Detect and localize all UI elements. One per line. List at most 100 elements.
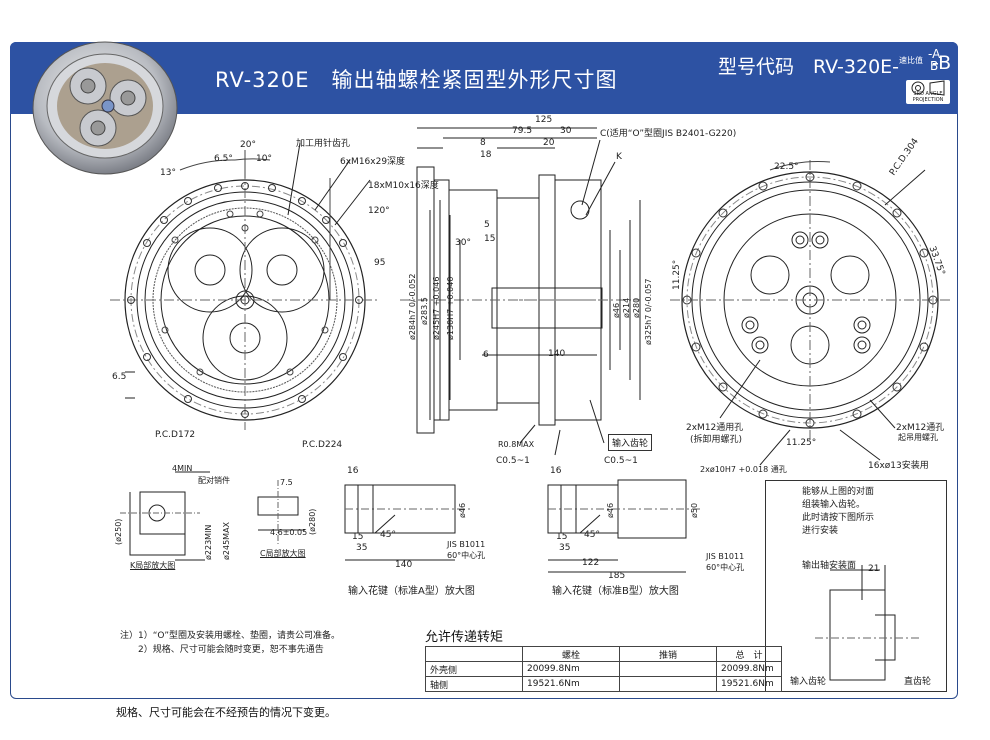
label-d2835: ø283.5 [420,297,429,325]
label-tap-m10: 18xM10x16深度 [368,181,439,191]
label-sb-title: 输入花键（标准B型）放大图 [552,586,679,597]
label-sb-jis: JIS B1011 [706,552,745,561]
inset-drawing [815,565,920,681]
torque-cell [619,661,717,677]
label-ang225: 22.5° [774,162,799,172]
label-dim125: 125 [535,115,553,125]
label-dim95: 95 [374,258,386,268]
label-c05b: C0.5~1 [604,456,638,466]
spline-a-detail [344,484,470,561]
code-sep: - [928,47,933,61]
label-dim795: 79.5 [512,126,533,136]
label-tap-m16: 6xM16x29深度 [340,157,406,167]
note-2: 2）规格、尺寸可能会随时变更，恕不事先通告 [138,645,324,655]
label-dim20: 20 [543,138,555,148]
label-dim15: 15 [484,234,496,244]
label-k-d245: ø245MAX [222,521,231,560]
label-sa-dim140: 140 [395,560,413,570]
label-d130: ø130H7 +0.040 [446,276,455,340]
label-c05a: C0.5~1 [496,456,530,466]
label-k: K [616,152,622,162]
label-sb-d46: ø46 [606,502,615,518]
label-sa-dim35: 35 [356,543,368,553]
label-sb-ang45: 45° [584,530,600,540]
inset-text-4: 进行安装 [802,526,839,536]
k-detail [120,471,210,561]
label-sb-dim16: 16 [550,466,562,476]
side-view [400,127,641,456]
label-k-d223: ø223MIN [204,524,213,560]
label-m12b2: 起吊用螺孔 [898,433,938,442]
label-ang10: 10° [256,154,272,164]
torque-cell: 轴侧 [425,676,523,692]
c-detail [257,480,305,545]
label-dim6: 6 [483,350,489,360]
rear-view [670,160,950,466]
projection-label: 3RD ANGLE PROJECTION [912,91,944,103]
torque-header-cell: 推销 [619,646,717,662]
label-sb-center: 60°中心孔 [706,563,745,572]
label-m12a2: (拆卸用螺孔) [690,435,743,445]
torque-cell: 外壳侧 [425,661,523,677]
label-inset-dim21: 21 [868,564,880,574]
torque-header-cell: 总 计 [716,646,782,662]
label-ang1125a: 11.25° [672,259,682,290]
label-ang1125b: 11.25° [786,438,817,448]
torque-cell: 19521.6Nm [522,676,620,692]
label-c-dim75: 7.5 [280,478,293,487]
label-sa-center: 60°中心孔 [447,551,486,560]
front-view [110,142,380,430]
note-1: 注）1）“O”型圈及安装用螺栓、垫圈，请贵公司准备。 [120,631,340,641]
torque-cell: 19521.6Nm [716,676,782,692]
label-sb-dim15: 15 [556,532,568,542]
label-m12a: 2xM12通用孔 [686,423,744,433]
label-sa-jis: JIS B1011 [447,540,486,549]
label-sb-dim122: 122 [582,558,600,568]
label-pin10: 2xø10H7 +0.018 通孔 [700,465,787,474]
label-k-title: K局部放大图 [130,561,176,570]
inset-text-2: 组装输入齿轮。 [802,500,866,510]
table-row: 外壳侧 20099.8Nm 20099.8Nm [425,661,782,677]
label-inset-input-gear: 输入齿轮 [790,677,827,687]
label-sb-dim185: 185 [608,571,626,581]
label-d245: ø245H7 +0.046 [432,276,441,340]
inset-text: 能够从上图的对面 组装输入齿轮。 此时请按下图所示 进行安装 [802,486,874,538]
label-c-title: C局部放大图 [260,549,306,558]
label-k-min4: 4MIN [172,464,193,473]
inset-text-1: 能够从上图的对面 [802,487,875,497]
label-ang20: 20° [240,140,256,150]
label-c-dim46: 4.6±0.05 [270,528,308,537]
code-a: A [932,47,941,61]
label-c-d280: (ø280) [308,508,317,535]
code-b: B [930,59,939,73]
torque-cell [619,676,717,692]
model-code-label: 型号代码 RV-320E- [718,56,900,78]
label-sb-dim35: 35 [559,543,571,553]
label-d284: ø284h7 0/-0.052 [408,273,417,340]
label-input-gear: 输入齿轮 [608,434,653,451]
label-sa-title: 输入花键（标准A型）放大图 [348,586,475,597]
model-code-ab: -A B [928,48,940,72]
torque-table: 螺栓 推销 总 计 外壳侧 20099.8Nm 20099.8Nm 轴侧 195… [425,646,782,692]
label-oring: C(适用“O”型圈JIS B2401-G220) [600,129,737,139]
label-k-d250: (ø250) [114,518,123,545]
label-ang120: 120° [368,206,390,216]
label-pcd172: P.C.D172 [155,430,196,440]
label-sa-dim16: 16 [347,466,359,476]
table-row: 轴侧 19521.6Nm 19521.6Nm [425,676,782,692]
label-sa-dim15: 15 [352,532,364,542]
label-ang65: 6.5° [214,154,233,164]
torque-header-cell [425,646,523,662]
label-sa-d46: ø46 [458,502,467,518]
label-inset-shaft: 输出轴安装面 [802,561,857,571]
label-ang30: 30° [455,238,471,248]
footer-note: 规格、尺寸可能会在不经预告的情况下变更。 [116,706,336,719]
reducer-photo [32,41,178,175]
label-m12b: 2xM12通孔 [896,423,945,433]
ratio-sup: 速比值 [899,56,924,65]
code-end: -B [932,52,952,74]
projection-symbol: 3RD ANGLE PROJECTION [906,80,950,104]
model-code: 型号代码 RV-320E-速比值 [718,52,923,79]
label-dim140: 140 [548,349,566,359]
